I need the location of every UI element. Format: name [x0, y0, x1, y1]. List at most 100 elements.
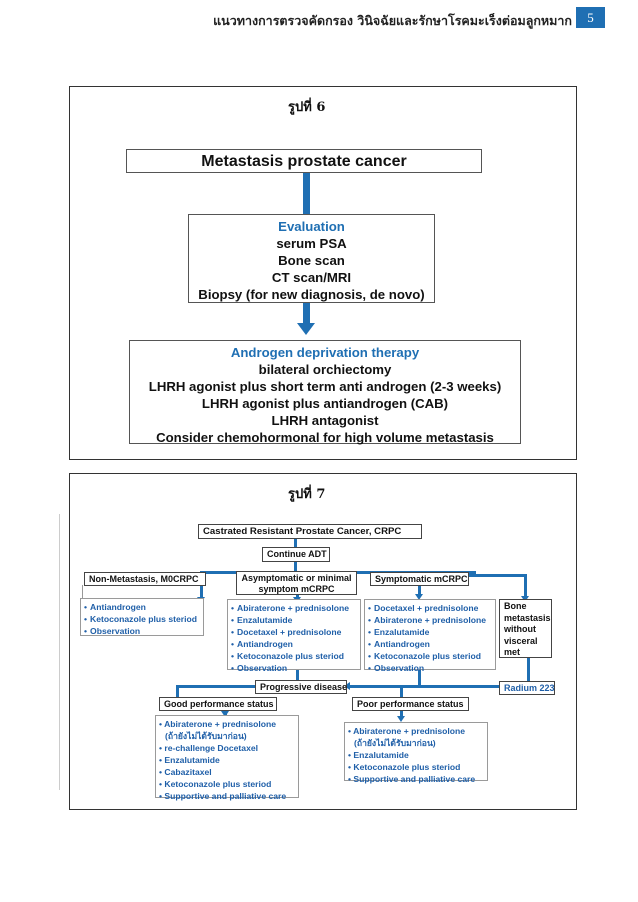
bullet-icon: • [231, 603, 235, 613]
adt-line: LHRH agonist plus antiandrogen (CAB) [201, 396, 449, 411]
m0-treatment-list: •Antiandrogen •Ketoconazole plus steriod… [80, 598, 204, 636]
list-item: (ถ้ายังไม่ได้รับมาก่อน) [354, 738, 436, 748]
figure-7-label: รูปที่ 7 [288, 487, 326, 502]
figure-6-frame: รูปที่ 6 Metastasis prostate cancer Eval… [69, 86, 577, 460]
poor-performance-node: Poor performance status [352, 697, 469, 711]
list-item: •Ketoconazole plus steriod [368, 651, 481, 661]
adt-line: LHRH agonist plus short term anti androg… [148, 379, 502, 394]
radium-223-node: Radium 223 [499, 681, 555, 695]
evaluation-line: Bone scan [278, 253, 345, 268]
bullet-icon: • [231, 615, 235, 625]
list-item: •Enzalutamide [368, 627, 430, 637]
arrow-shaft-2 [303, 303, 310, 325]
connector [294, 562, 297, 572]
m0crpc-node: Non-Metastasis, M0CRPC [84, 572, 206, 586]
connector [418, 668, 421, 687]
bullet-icon: • [231, 663, 235, 673]
bullet-icon: • [231, 651, 235, 661]
list-item: • Supportive and palliative care [348, 774, 476, 784]
crpc-node: Castrated Resistant Prostate Cancer, CRP… [198, 524, 422, 539]
continue-adt-node: Continue ADT [262, 547, 330, 562]
bullet-icon: • [231, 627, 235, 637]
arrow-shaft-1 [303, 173, 310, 214]
bullet-icon: • [231, 639, 235, 649]
running-header-title: แนวทางการตรวจคัดกรอง วินิจฉัยและรักษาโรค… [213, 13, 572, 28]
progressive-disease-node: Progressive disease [255, 680, 347, 694]
arrow-head [397, 716, 405, 722]
bullet-icon: • [368, 603, 372, 613]
evaluation-line: Biopsy (for new diagnosis, de novo) [198, 287, 425, 302]
adt-line: LHRH antagonist [271, 413, 379, 428]
list-item: • Ketoconazole plus steriod [159, 779, 272, 789]
asymptomatic-line: symptom mCRPC [258, 584, 335, 594]
adt-line: bilateral orchiectomy [258, 362, 392, 377]
m0-connector [82, 585, 83, 598]
adt-box: Androgen deprivation therapy bilateral o… [129, 340, 521, 445]
connector [468, 574, 527, 577]
adt-line: Consider chemohormonal for high volume m… [156, 430, 494, 445]
evaluation-box: Evaluation serum PSA Bone scan CT scan/M… [188, 214, 435, 303]
list-item: •Antiandrogen [231, 639, 293, 649]
connector [294, 539, 297, 547]
arrow-head-left [344, 682, 350, 690]
good-performance-list: • Abiraterone + prednisolone (ถ้ายังไม่ไ… [155, 715, 299, 801]
list-item: • re-challenge Docetaxel [159, 743, 259, 753]
bullet-icon: • [368, 627, 372, 637]
good-performance-node: Good performance status [159, 697, 277, 711]
connector [176, 685, 179, 698]
list-item: •Ketoconazole plus steriod [84, 614, 197, 624]
list-item: •Docetaxel + prednisolone [368, 603, 479, 613]
list-item: •Antiandrogen [84, 602, 146, 612]
bone-metastasis-node: Bone metastasis without visceral met [499, 599, 552, 658]
poor-performance-list: • Abiraterone + prednisolone (ถ้ายังไม่ไ… [344, 722, 488, 784]
asymptomatic-line: Asymptomatic or minimal [241, 573, 352, 583]
page-number: 5 [576, 7, 605, 28]
evaluation-heading: Evaluation [278, 219, 345, 234]
list-item: • Enzalutamide [159, 755, 220, 765]
list-item: • Cabazitaxel [159, 767, 212, 777]
list-item: •Observation [231, 663, 288, 673]
list-item: • Ketoconazole plus steriod [348, 762, 461, 772]
connector [418, 583, 421, 597]
connector [527, 658, 530, 681]
arrow-head [221, 711, 229, 717]
list-item: (ถ้ายังไม่ได้รับมาก่อน) [165, 731, 247, 741]
bullet-icon: • [368, 615, 372, 625]
list-item: •Observation [368, 663, 425, 673]
list-item: •Ketoconazole plus steriod [231, 651, 344, 661]
evaluation-line: CT scan/MRI [271, 270, 352, 285]
list-item: •Abiraterone + prednisolone [231, 603, 349, 613]
connector [524, 574, 527, 599]
list-item: • Supportive and palliative care [159, 791, 287, 801]
arrow-head-2 [297, 323, 315, 335]
asymptomatic-node: Asymptomatic or minimal symptom mCRPC [236, 571, 357, 595]
symptomatic-node: Symptomatic mCRPC [370, 572, 469, 586]
list-item: •Antiandrogen [368, 639, 430, 649]
connector [400, 710, 403, 718]
list-item: •Observation [84, 626, 141, 636]
list-item: •Abiraterone + prednisolone [368, 615, 486, 625]
symptomatic-treatment-list: •Docetaxel + prednisolone •Abiraterone +… [364, 599, 496, 673]
list-item: • Abiraterone + prednisolone [159, 719, 277, 729]
figure-7-guide-line [59, 514, 60, 790]
adt-heading: Androgen deprivation therapy [230, 345, 420, 360]
connector [200, 577, 203, 599]
arrow-head [415, 594, 423, 600]
bullet-icon: • [368, 663, 372, 673]
evaluation-line: serum PSA [276, 236, 347, 251]
connector [296, 668, 299, 681]
metastasis-title: Metastasis prostate cancer [201, 153, 407, 170]
metastasis-box: Metastasis prostate cancer [126, 149, 482, 173]
asymptomatic-treatment-list: •Abiraterone + prednisolone •Enzalutamid… [227, 599, 361, 673]
bullet-icon: • [368, 639, 372, 649]
list-item: • Enzalutamide [348, 750, 409, 760]
list-item: • Abiraterone + prednisolone [348, 726, 466, 736]
bullet-icon: • [84, 626, 88, 636]
figure-6-label: รูปที่ 6 [288, 100, 326, 115]
bullet-icon: • [84, 614, 88, 624]
bullet-icon: • [84, 602, 88, 612]
list-item: •Enzalutamide [231, 615, 293, 625]
bullet-icon: • [368, 651, 372, 661]
list-item: •Docetaxel + prednisolone [231, 627, 342, 637]
connector [400, 688, 403, 698]
